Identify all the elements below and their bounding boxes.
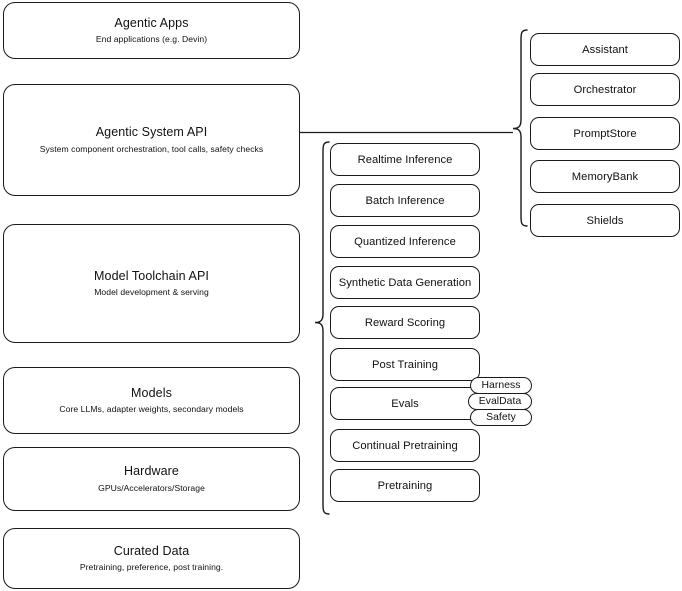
component-orchestrator[interactable]: Orchestrator [530, 73, 680, 106]
component-quantized-inference[interactable]: Quantized Inference [330, 225, 480, 258]
component-label: PromptStore [573, 127, 637, 140]
badge-label: EvalData [478, 396, 522, 407]
component-label: Post Training [372, 358, 438, 371]
badge-harness[interactable]: Harness [470, 377, 532, 394]
component-batch-inference[interactable]: Batch Inference [330, 184, 480, 217]
layer-subtitle: Model development & serving [94, 287, 209, 298]
layer-title: Agentic Apps [114, 15, 189, 30]
layer-agentic-apps[interactable]: Agentic Apps End applications (e.g. Devi… [3, 2, 300, 59]
component-continual-pretraining[interactable]: Continual Pretraining [330, 429, 480, 462]
component-label: Quantized Inference [354, 235, 456, 248]
component-pretraining[interactable]: Pretraining [330, 469, 480, 502]
badge-label: Safety [486, 412, 516, 423]
layer-title: Curated Data [113, 543, 190, 558]
component-label: Batch Inference [365, 194, 445, 207]
component-promptstore[interactable]: PromptStore [530, 117, 680, 150]
component-memorybank[interactable]: MemoryBank [530, 160, 680, 193]
component-label: Continual Pretraining [352, 439, 458, 452]
component-realtime-inference[interactable]: Realtime Inference [330, 143, 480, 176]
layer-title: Hardware [124, 464, 179, 479]
component-label: Pretraining [377, 479, 433, 492]
component-label: Realtime Inference [357, 153, 453, 166]
layer-agentic-system-api[interactable]: Agentic System API System component orch… [3, 84, 300, 196]
component-label: Orchestrator [573, 83, 637, 96]
layer-subtitle: Pretraining, preference, post training. [79, 562, 224, 573]
layer-subtitle: System component orchestration, tool cal… [39, 143, 264, 154]
layer-title: Model Toolchain API [94, 268, 209, 283]
layer-models[interactable]: Models Core LLMs, adapter weights, secon… [3, 367, 300, 434]
component-label: Assistant [582, 43, 628, 56]
component-label: Evals [391, 397, 419, 410]
layer-title: Agentic System API [95, 125, 208, 140]
component-reward-scoring[interactable]: Reward Scoring [330, 306, 480, 339]
component-label: MemoryBank [571, 170, 639, 183]
layer-subtitle: GPUs/Accelerators/Storage [98, 482, 205, 493]
component-evals[interactable]: Evals [330, 387, 480, 420]
layer-subtitle: End applications (e.g. Devin) [95, 34, 208, 45]
component-assistant[interactable]: Assistant [530, 33, 680, 66]
badge-label: Harness [481, 380, 521, 391]
badge-evaldata[interactable]: EvalData [468, 393, 532, 410]
component-label: Reward Scoring [364, 316, 446, 329]
component-label: Shields [586, 214, 624, 227]
component-label: Synthetic Data Generation [338, 276, 472, 289]
badge-safety[interactable]: Safety [470, 409, 532, 426]
component-shields[interactable]: Shields [530, 204, 680, 237]
layer-hardware[interactable]: Hardware GPUs/Accelerators/Storage [3, 447, 300, 511]
component-post-training[interactable]: Post Training [330, 348, 480, 381]
layer-title: Models [131, 385, 172, 400]
layer-subtitle: Core LLMs, adapter weights, secondary mo… [59, 404, 244, 415]
component-synthetic-data-generation[interactable]: Synthetic Data Generation [330, 266, 480, 299]
layer-model-toolchain-api[interactable]: Model Toolchain API Model development & … [3, 224, 300, 343]
brace-system-components [512, 29, 528, 227]
brace-toolchain-components [314, 141, 330, 515]
layer-curated-data[interactable]: Curated Data Pretraining, preference, po… [3, 528, 300, 589]
